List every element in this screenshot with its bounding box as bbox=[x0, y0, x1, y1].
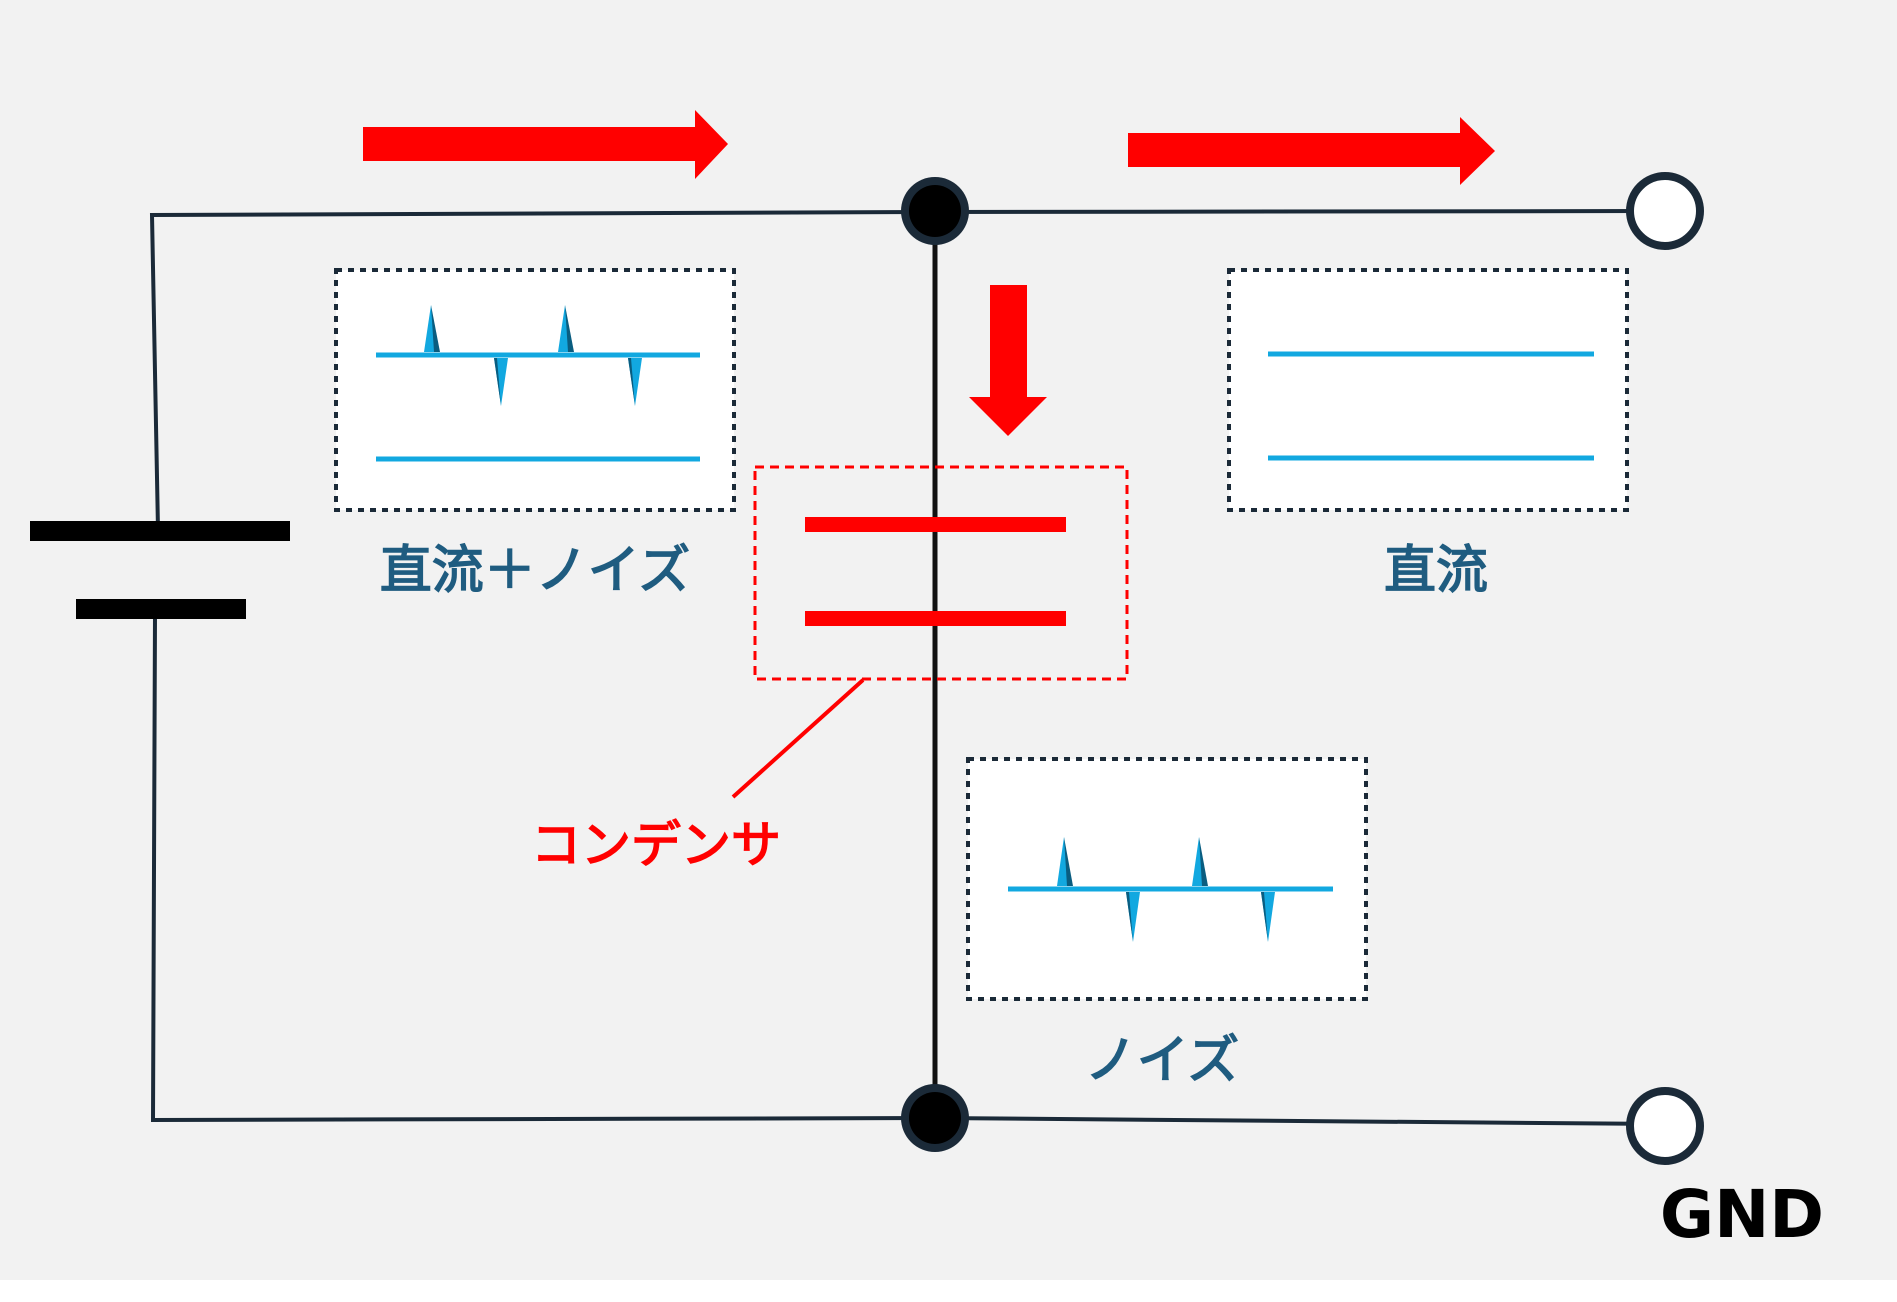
noise-spike-shade bbox=[1064, 837, 1073, 886]
shunt-signal-box bbox=[966, 757, 1368, 1001]
noise-spike-shade bbox=[1126, 892, 1133, 942]
noise-spike-shade bbox=[628, 358, 635, 406]
noise-spike-shade bbox=[431, 305, 440, 352]
output-terminal-gnd bbox=[1626, 1087, 1704, 1165]
shunt-signal-label: ノイズ bbox=[1085, 1031, 1239, 1091]
battery-long-plate bbox=[30, 521, 290, 541]
input-signal-box bbox=[334, 268, 736, 512]
output-terminal-top bbox=[1626, 172, 1704, 250]
capacitor-highlight-box bbox=[753, 465, 1129, 681]
bottom-wire bbox=[150, 614, 1664, 1126]
capacitor-label: コンデンサ bbox=[531, 816, 781, 874]
shunt-signal-frame bbox=[966, 757, 1368, 1001]
shunt-flow-arrow bbox=[969, 285, 1047, 436]
battery-symbol bbox=[30, 521, 290, 619]
noise-spike-shade bbox=[1261, 892, 1268, 942]
top-junction-core bbox=[909, 185, 961, 237]
input-signal-frame bbox=[334, 268, 736, 512]
output-flow-arrow bbox=[1128, 117, 1495, 185]
output-signal-box bbox=[1227, 268, 1629, 512]
noise-spike-shade bbox=[1199, 837, 1208, 886]
circuit-wires bbox=[149, 209, 1664, 1126]
ground-label: GND bbox=[1660, 1176, 1824, 1253]
capacitor-plate-bottom bbox=[805, 611, 1066, 626]
output-signal-frame bbox=[1227, 268, 1629, 512]
bottom-junction-core bbox=[909, 1092, 961, 1144]
input-signal-label: 直流＋ノイズ bbox=[380, 541, 690, 601]
noise-spike-shade bbox=[565, 305, 574, 352]
input-flow-arrow bbox=[363, 110, 728, 179]
noise-spike-shade bbox=[494, 358, 501, 406]
capacitor-plate-top bbox=[805, 517, 1066, 532]
battery-short-plate bbox=[76, 599, 246, 619]
capacitor-leader-line bbox=[731, 678, 865, 799]
top-wire bbox=[149, 209, 1664, 531]
output-signal-label: 直流 bbox=[1384, 541, 1488, 601]
